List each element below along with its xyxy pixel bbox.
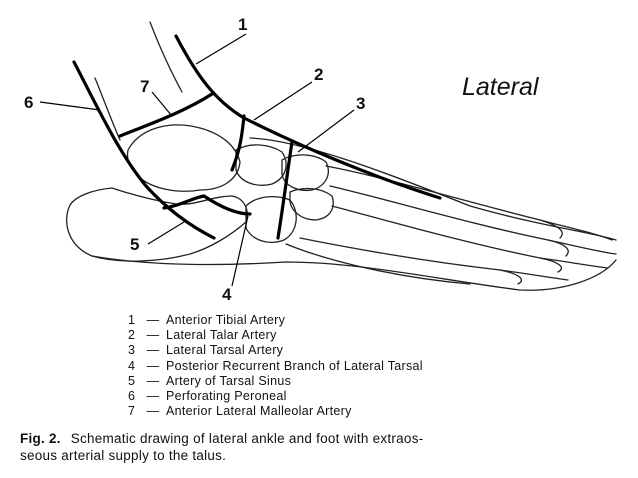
caption-line-1: Schematic drawing of lateral ankle and f… xyxy=(70,431,424,446)
legend-number: 6 xyxy=(128,389,136,404)
sinus-tarsi-artery xyxy=(162,194,252,216)
legend-item: 6 — Perforating Peroneal xyxy=(128,389,423,404)
legend-number: 3 xyxy=(128,343,136,358)
callout-5: 5 xyxy=(130,235,139,254)
ankle-foot-diagram: 1 2 3 4 5 6 7 Lateral xyxy=(24,15,617,304)
legend-separator: — xyxy=(146,343,160,358)
callout-2: 2 xyxy=(314,65,323,84)
legend-text: Lateral Tarsal Artery xyxy=(166,343,284,358)
anterior-lateral-malleolar-artery xyxy=(118,92,214,138)
legend-separator: — xyxy=(146,373,160,388)
talus-outline xyxy=(126,124,241,192)
lateral-tarsal-artery xyxy=(276,140,294,240)
legend-number: 4 xyxy=(128,358,136,373)
navicular-outline xyxy=(235,144,287,186)
fibula-outline xyxy=(94,77,121,141)
legend-text: Posterior Recurrent Branch of Lateral Ta… xyxy=(166,358,423,373)
legend-number: 1 xyxy=(128,313,136,327)
legend-separator: — xyxy=(146,313,160,327)
metatarsal-outline xyxy=(325,165,563,239)
perforating-peroneal-artery xyxy=(72,60,216,240)
legend-number: 2 xyxy=(128,328,136,343)
legend-item: 3 — Lateral Tarsal Artery xyxy=(128,343,423,358)
legend-item: 4 — Posterior Recurrent Branch of Lateral … xyxy=(128,359,423,374)
legend-separator: — xyxy=(146,358,160,373)
legend-item: 7 — Anterior Lateral Malleolar Artery xyxy=(128,404,423,419)
legend-number: 5 xyxy=(128,373,136,388)
legend-text: Artery of Tarsal Sinus xyxy=(166,373,292,388)
callout-7: 7 xyxy=(140,77,149,96)
legend-text: Perforating Peroneal xyxy=(166,389,287,404)
cuboid-outline xyxy=(245,195,297,243)
tibia-outline xyxy=(149,21,183,93)
legend-text: Lateral Talar Artery xyxy=(166,328,277,343)
caption-label: Fig. 2. xyxy=(20,431,61,446)
cuneiform-outline xyxy=(281,154,329,192)
legend-separator: — xyxy=(146,404,160,419)
legend-text: Anterior Lateral Malleolar Artery xyxy=(166,404,352,419)
legend-item: 5 — Artery of Tarsal Sinus xyxy=(128,374,423,389)
view-label: Lateral xyxy=(462,73,540,101)
legend-item: 2 — Lateral Talar Artery xyxy=(128,328,423,343)
callout-1: 1 xyxy=(238,15,247,34)
callout-4: 4 xyxy=(222,285,232,304)
legend-text: Anterior Tibial Artery xyxy=(166,313,286,327)
caption-line-2: seous arterial supply to the talus. xyxy=(20,448,227,463)
lateral-talar-artery xyxy=(230,114,246,172)
legend-separator: — xyxy=(146,328,160,343)
anterior-tibial-artery xyxy=(174,34,442,200)
callout-6: 6 xyxy=(24,93,33,112)
callout-3: 3 xyxy=(356,94,365,113)
legend-item: 1 — Anterior Tibial Artery xyxy=(128,313,423,328)
legend-number: 7 xyxy=(128,404,136,419)
phalanges-outline xyxy=(499,219,617,281)
legend: 1 — Anterior Tibial Artery 2 — Lateral Talar… xyxy=(128,313,423,419)
figure-caption: Fig. 2. Schematic drawing of lateral ankl… xyxy=(20,430,620,464)
legend-separator: — xyxy=(146,389,160,404)
